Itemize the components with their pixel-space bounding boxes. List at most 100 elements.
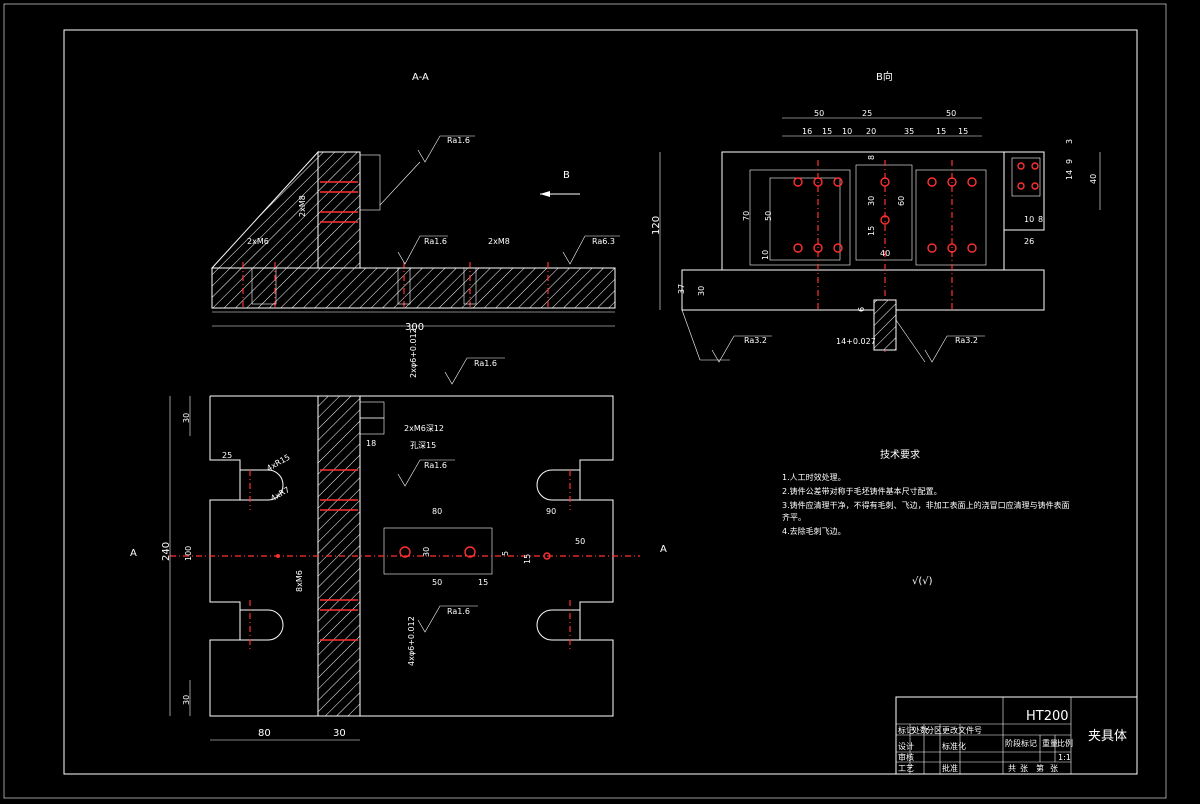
dim-15-vert: 15 — [523, 554, 532, 564]
dim-80-bottom: 80 — [258, 728, 271, 739]
pocket-rect — [383, 527, 493, 575]
ra63: Ra6.3 — [592, 237, 615, 246]
dim-50-right: 50 — [575, 537, 585, 546]
b-dim-15b: 15 — [936, 127, 946, 136]
dim-18: 18 — [366, 439, 376, 448]
tb-approve: 批准 — [942, 763, 958, 773]
b-dim-10: 10 — [842, 127, 852, 136]
pin-note-top: 2xφ6+0.012 — [409, 328, 418, 378]
b-dim-30v: 30 — [867, 196, 876, 206]
dim-8xm6: 8xM6 — [295, 570, 304, 592]
tb-scale-lbl: 比例 — [1057, 738, 1073, 748]
base-plate-section — [211, 267, 616, 309]
cut-marker-left: A — [130, 548, 137, 559]
tech-item-4: 4.去除毛刺飞边。 — [782, 526, 846, 536]
tb-sheet-no: 第 — [1036, 763, 1044, 773]
b-dim-50b: 50 — [946, 109, 956, 118]
b-dim-8: 8 — [867, 155, 876, 160]
b-dim-40v: 40 — [1089, 174, 1098, 184]
b-dim-20: 20 — [866, 127, 876, 136]
title-block: HT200 夹具体 1:1 标记 处数 分区 更改文件号 设计 标准化 阶段标记… — [895, 696, 1138, 775]
b-dim-40h: 40 — [880, 249, 890, 258]
tb-stage: 阶段标记 — [1005, 738, 1037, 748]
b-dim-60v: 60 — [897, 196, 906, 206]
tb-sheet: 张 — [1050, 764, 1058, 773]
b-dim-14f: 14+0.027 — [836, 337, 876, 346]
ra16-topview-2: Ra1.6 — [424, 461, 447, 470]
dim-30-top: 30 — [182, 413, 191, 423]
tb-design: 设计 — [898, 741, 914, 751]
plate-outline — [209, 395, 614, 717]
upright-section — [317, 151, 361, 269]
ra16-topview-1: Ra1.6 — [474, 359, 497, 368]
ra16-top: Ra1.6 — [447, 136, 470, 145]
cut-marker-right: A — [660, 544, 667, 555]
dim-2xm8-mid: 2xM8 — [488, 237, 510, 246]
tb-review: 审核 — [898, 752, 914, 762]
dim-4xr7: 4xR7 — [269, 485, 291, 503]
tb-weight: 重量 — [1042, 738, 1058, 748]
b-dim-15v: 15 — [867, 226, 876, 236]
tb-mark: 标记 — [898, 725, 914, 735]
dim-300: 300 — [405, 322, 424, 333]
tb-zone: 分区 — [926, 726, 942, 735]
tech-item-3b: 齐平。 — [782, 512, 806, 522]
tb-total: 共 — [1008, 764, 1016, 773]
dim-30-bot: 30 — [182, 695, 191, 705]
tb-sheets: 张 — [1020, 764, 1028, 773]
b-dim-14: 14 — [1065, 170, 1074, 180]
b-dim-8h: 8 — [1038, 215, 1043, 224]
dim-25: 25 — [222, 451, 232, 460]
scale: 1:1 — [1058, 753, 1071, 762]
roughness-general: √(√) — [912, 576, 933, 587]
outer-border — [3, 3, 1167, 799]
dim-4xr15: 4xR15 — [265, 453, 292, 474]
b-dim-50v: 50 — [764, 211, 773, 221]
tech-item-1: 1.人工时效处理。 — [782, 472, 846, 482]
dim-100: 100 — [184, 546, 193, 561]
b-dim-26: 26 — [1024, 237, 1034, 246]
b-dim-10h: 10 — [1024, 215, 1034, 224]
inner-border — [63, 29, 1138, 775]
tech-title: 技术要求 — [880, 448, 920, 461]
b-dim-50a: 50 — [814, 109, 824, 118]
b-dim-15c: 15 — [958, 127, 968, 136]
b-dim-25: 25 — [862, 109, 872, 118]
b-dim-35: 35 — [904, 127, 914, 136]
view-b-label: B向 — [876, 70, 893, 83]
b-dim-16: 16 — [802, 127, 812, 136]
tech-item-3: 3.铸件应清理干净，不得有毛刺、飞边，非加工表面上的浇冒口应清理与铸件表面 — [782, 500, 1070, 510]
dim-15-mid: 15 — [478, 578, 488, 587]
top-view: 30 240 100 30 25 4xR15 4xR7 8xM6 80 30 1… — [130, 328, 667, 741]
dim-30-bottom: 30 — [333, 728, 346, 739]
b-dim-30b: 30 — [697, 286, 706, 296]
b-dim-3: 3 — [1065, 139, 1074, 144]
ra32-left: Ra3.2 — [744, 336, 767, 345]
dim-30-mid: 30 — [422, 547, 431, 557]
section-aa-label: A-A — [412, 72, 429, 83]
material: HT200 — [1026, 709, 1069, 724]
b-dim-70: 70 — [742, 211, 751, 221]
ra32-right: Ra3.2 — [955, 336, 978, 345]
dim-5: 5 — [501, 551, 510, 556]
tb-count: 处数 — [912, 725, 928, 735]
upright-flange — [359, 154, 381, 211]
tb-process: 工艺 — [898, 764, 914, 773]
tb-std: 标准化 — [942, 741, 966, 751]
pin-note-bot: 4xφ6+0.012 — [407, 616, 416, 666]
ra16-topview-3: Ra1.6 — [447, 607, 470, 616]
dim-80-mid: 80 — [432, 507, 442, 516]
thread-note: 2xM6深12 — [404, 424, 444, 433]
part-name: 夹具体 — [1088, 729, 1127, 744]
dim-50-mid: 50 — [432, 578, 442, 587]
b-dim-9: 9 — [1065, 159, 1074, 164]
dim-90: 90 — [546, 507, 556, 516]
section-aa-view: A-A 300 2xM8 2xM6 2xM8 — [210, 72, 620, 333]
dim-2xm6: 2xM6 — [247, 237, 269, 246]
base-outline — [681, 269, 1045, 311]
ra16-mid: Ra1.6 — [424, 237, 447, 246]
b-dim-120: 120 — [651, 216, 662, 235]
hole-note: 孔深15 — [410, 441, 436, 450]
